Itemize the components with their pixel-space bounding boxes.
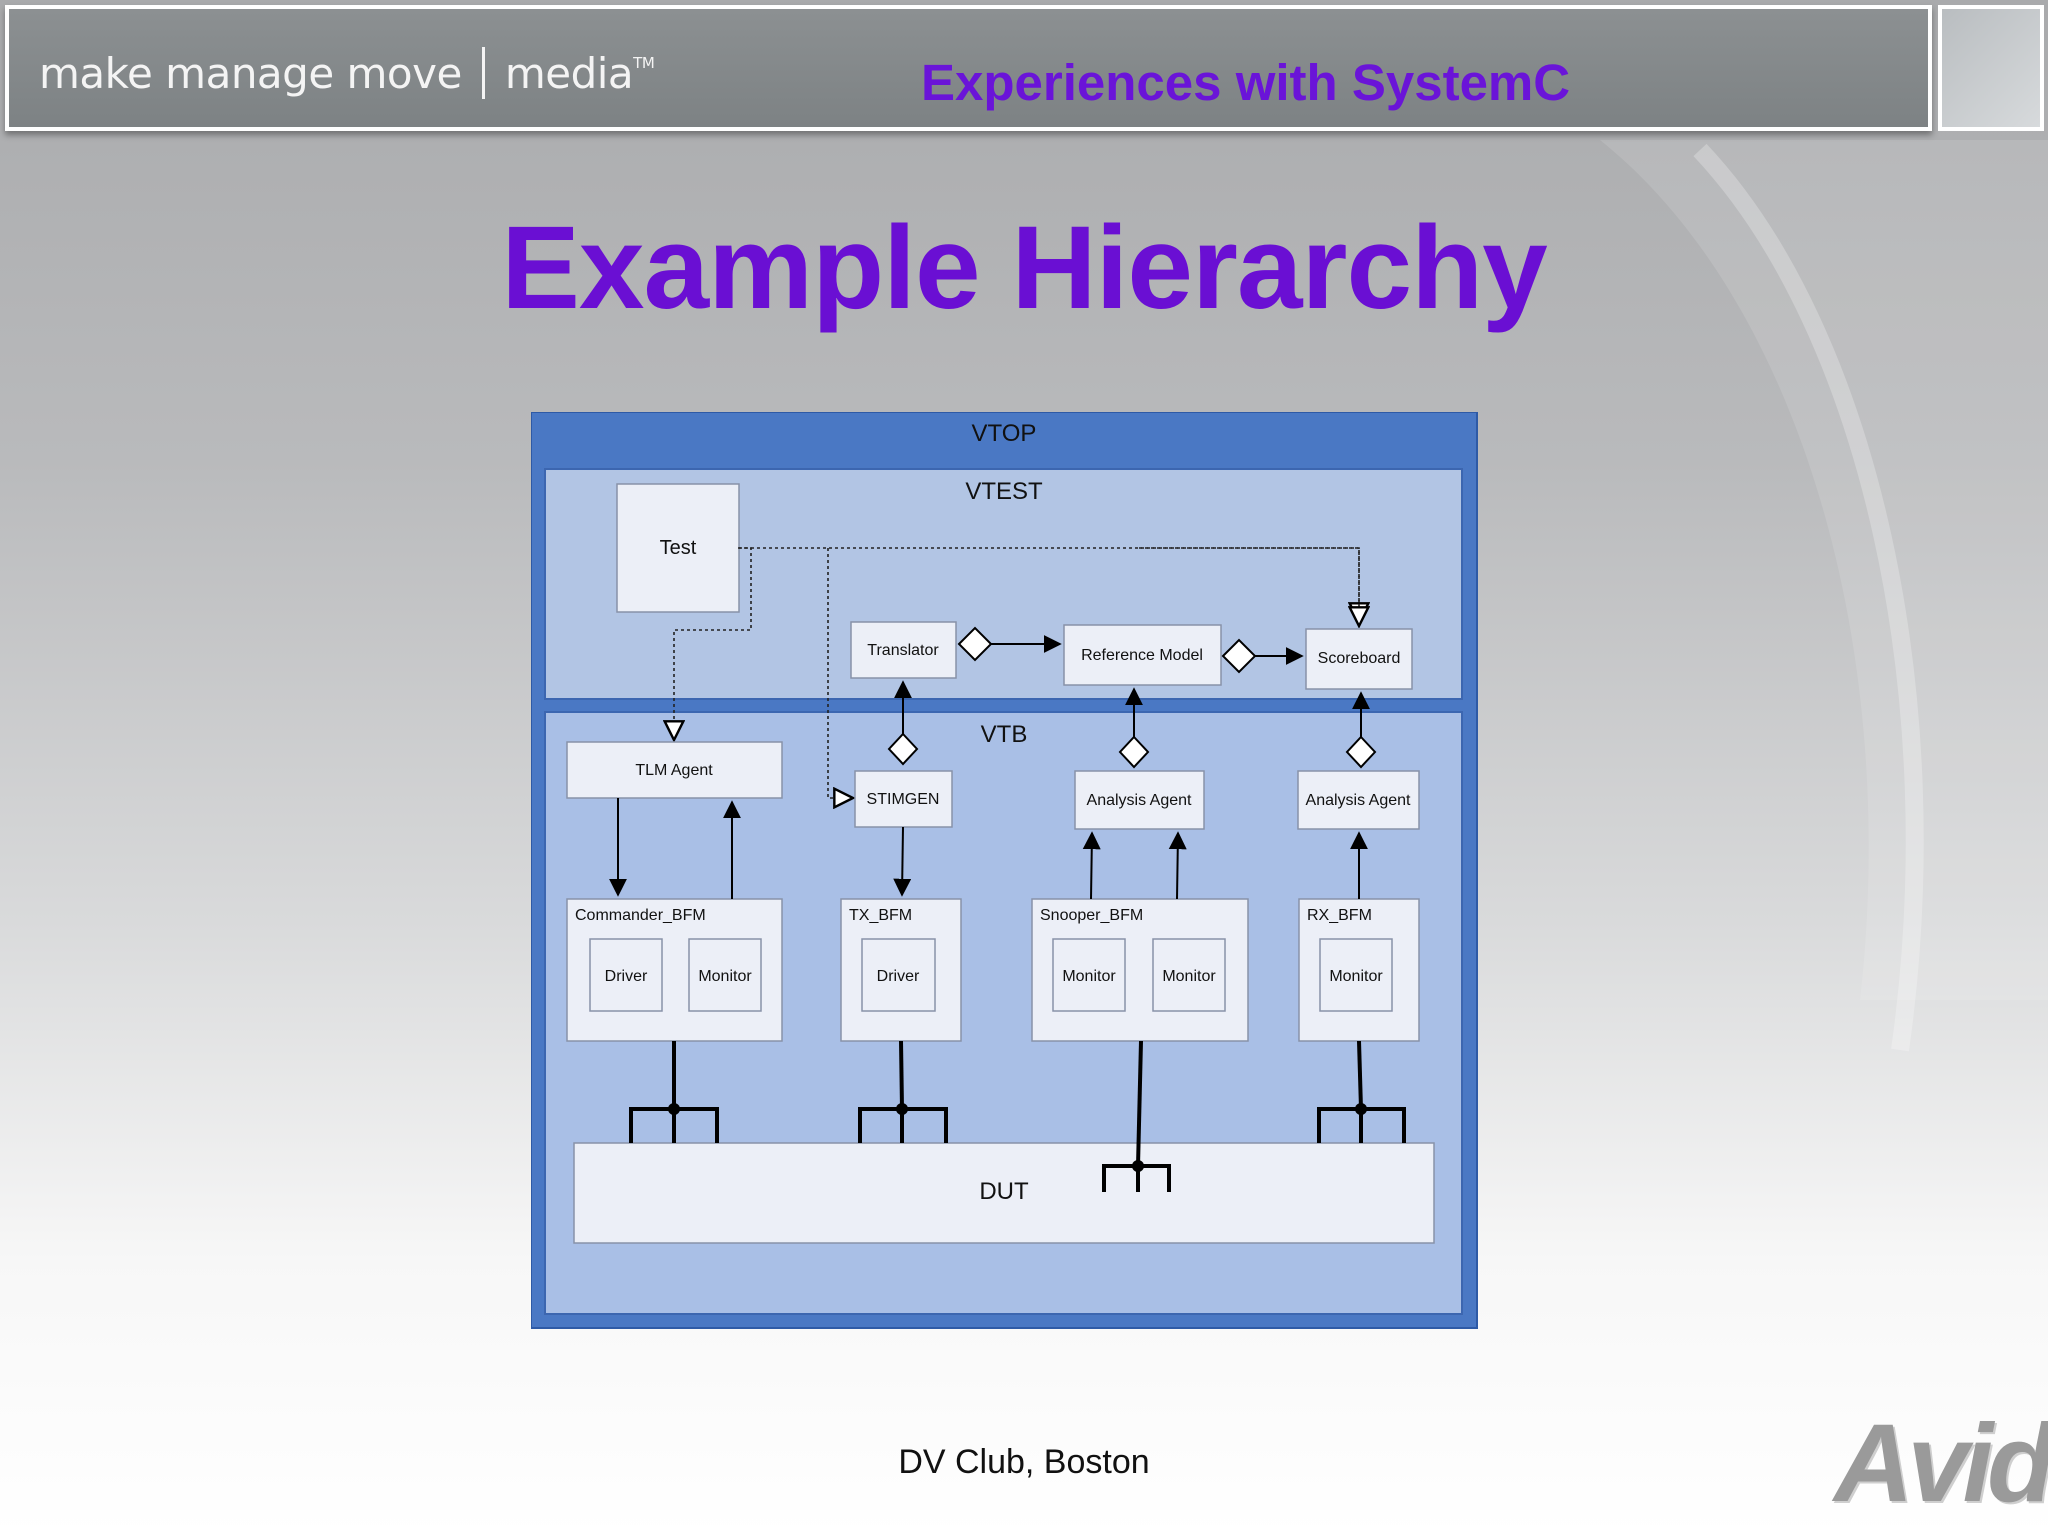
brand-media: media (504, 48, 634, 98)
analysis-agent-2-box (1297, 770, 1420, 830)
brand-divider (481, 47, 485, 99)
rx-bfm-label: RX_BFM (1307, 907, 1372, 924)
monitor-4-box (1319, 938, 1393, 1012)
hierarchy-diagram: VTOP VTEST VTB Test Translator Reference… (531, 412, 1478, 1329)
tlm-agent-box (566, 741, 783, 799)
monitor-4-label: Monitor (1329, 968, 1383, 985)
header-corner-graphic (1938, 5, 2044, 131)
driver-2-box (861, 938, 936, 1012)
translator-box (850, 621, 957, 679)
slide-title: Example Hierarchy (501, 202, 1548, 334)
vtest-label: VTEST (965, 478, 1043, 505)
stimgen-label: STIMGEN (867, 791, 940, 808)
monitor-3-label: Monitor (1162, 968, 1216, 985)
commander-bfm-label: Commander_BFM (575, 907, 706, 924)
dut-label: DUT (979, 1178, 1029, 1205)
translator-label: Translator (867, 642, 939, 659)
bus-junction-dots (668, 1103, 1367, 1172)
tlm-agent-label: TLM Agent (635, 762, 713, 779)
driver-1-label: Driver (605, 968, 648, 985)
dut-box (573, 1142, 1435, 1244)
scoreboard-label: Scoreboard (1318, 650, 1401, 667)
test-connections (674, 547, 1359, 798)
reference-model-box (1063, 624, 1222, 686)
vtb-label: VTB (981, 721, 1028, 748)
monitor-2-box (1052, 938, 1126, 1012)
footer-text: DV Club, Boston (898, 1443, 1150, 1481)
monitor-1-box (688, 938, 762, 1012)
analysis-agent-1-label: Analysis Agent (1087, 792, 1193, 809)
stimgen-box (854, 770, 953, 828)
avid-logo: Avid (1834, 1402, 2048, 1525)
agent-bfm-connections (609, 798, 1368, 900)
header-title: Experiences with SystemC (921, 54, 1571, 111)
vertical-agent-connections (887, 680, 1377, 769)
brand-tm: TM (633, 54, 655, 72)
scoreboard-box (1305, 628, 1413, 690)
monitor-3-box (1152, 938, 1226, 1012)
top-row-connections (957, 626, 1304, 674)
test-label: Test (660, 537, 697, 559)
monitor-1-label: Monitor (698, 968, 752, 985)
tx-bfm-label: TX_BFM (849, 907, 912, 924)
driver-1-box (589, 938, 663, 1012)
reference-model-label: Reference Model (1081, 647, 1203, 664)
vtop-label: VTOP (972, 420, 1037, 447)
analysis-agent-1-box (1074, 770, 1205, 830)
monitor-2-label: Monitor (1062, 968, 1116, 985)
snooper-bfm-label: Snooper_BFM (1040, 907, 1143, 924)
driver-2-label: Driver (877, 968, 920, 985)
brand-text: make manage move (39, 48, 462, 98)
analysis-agent-2-label: Analysis Agent (1306, 792, 1412, 809)
